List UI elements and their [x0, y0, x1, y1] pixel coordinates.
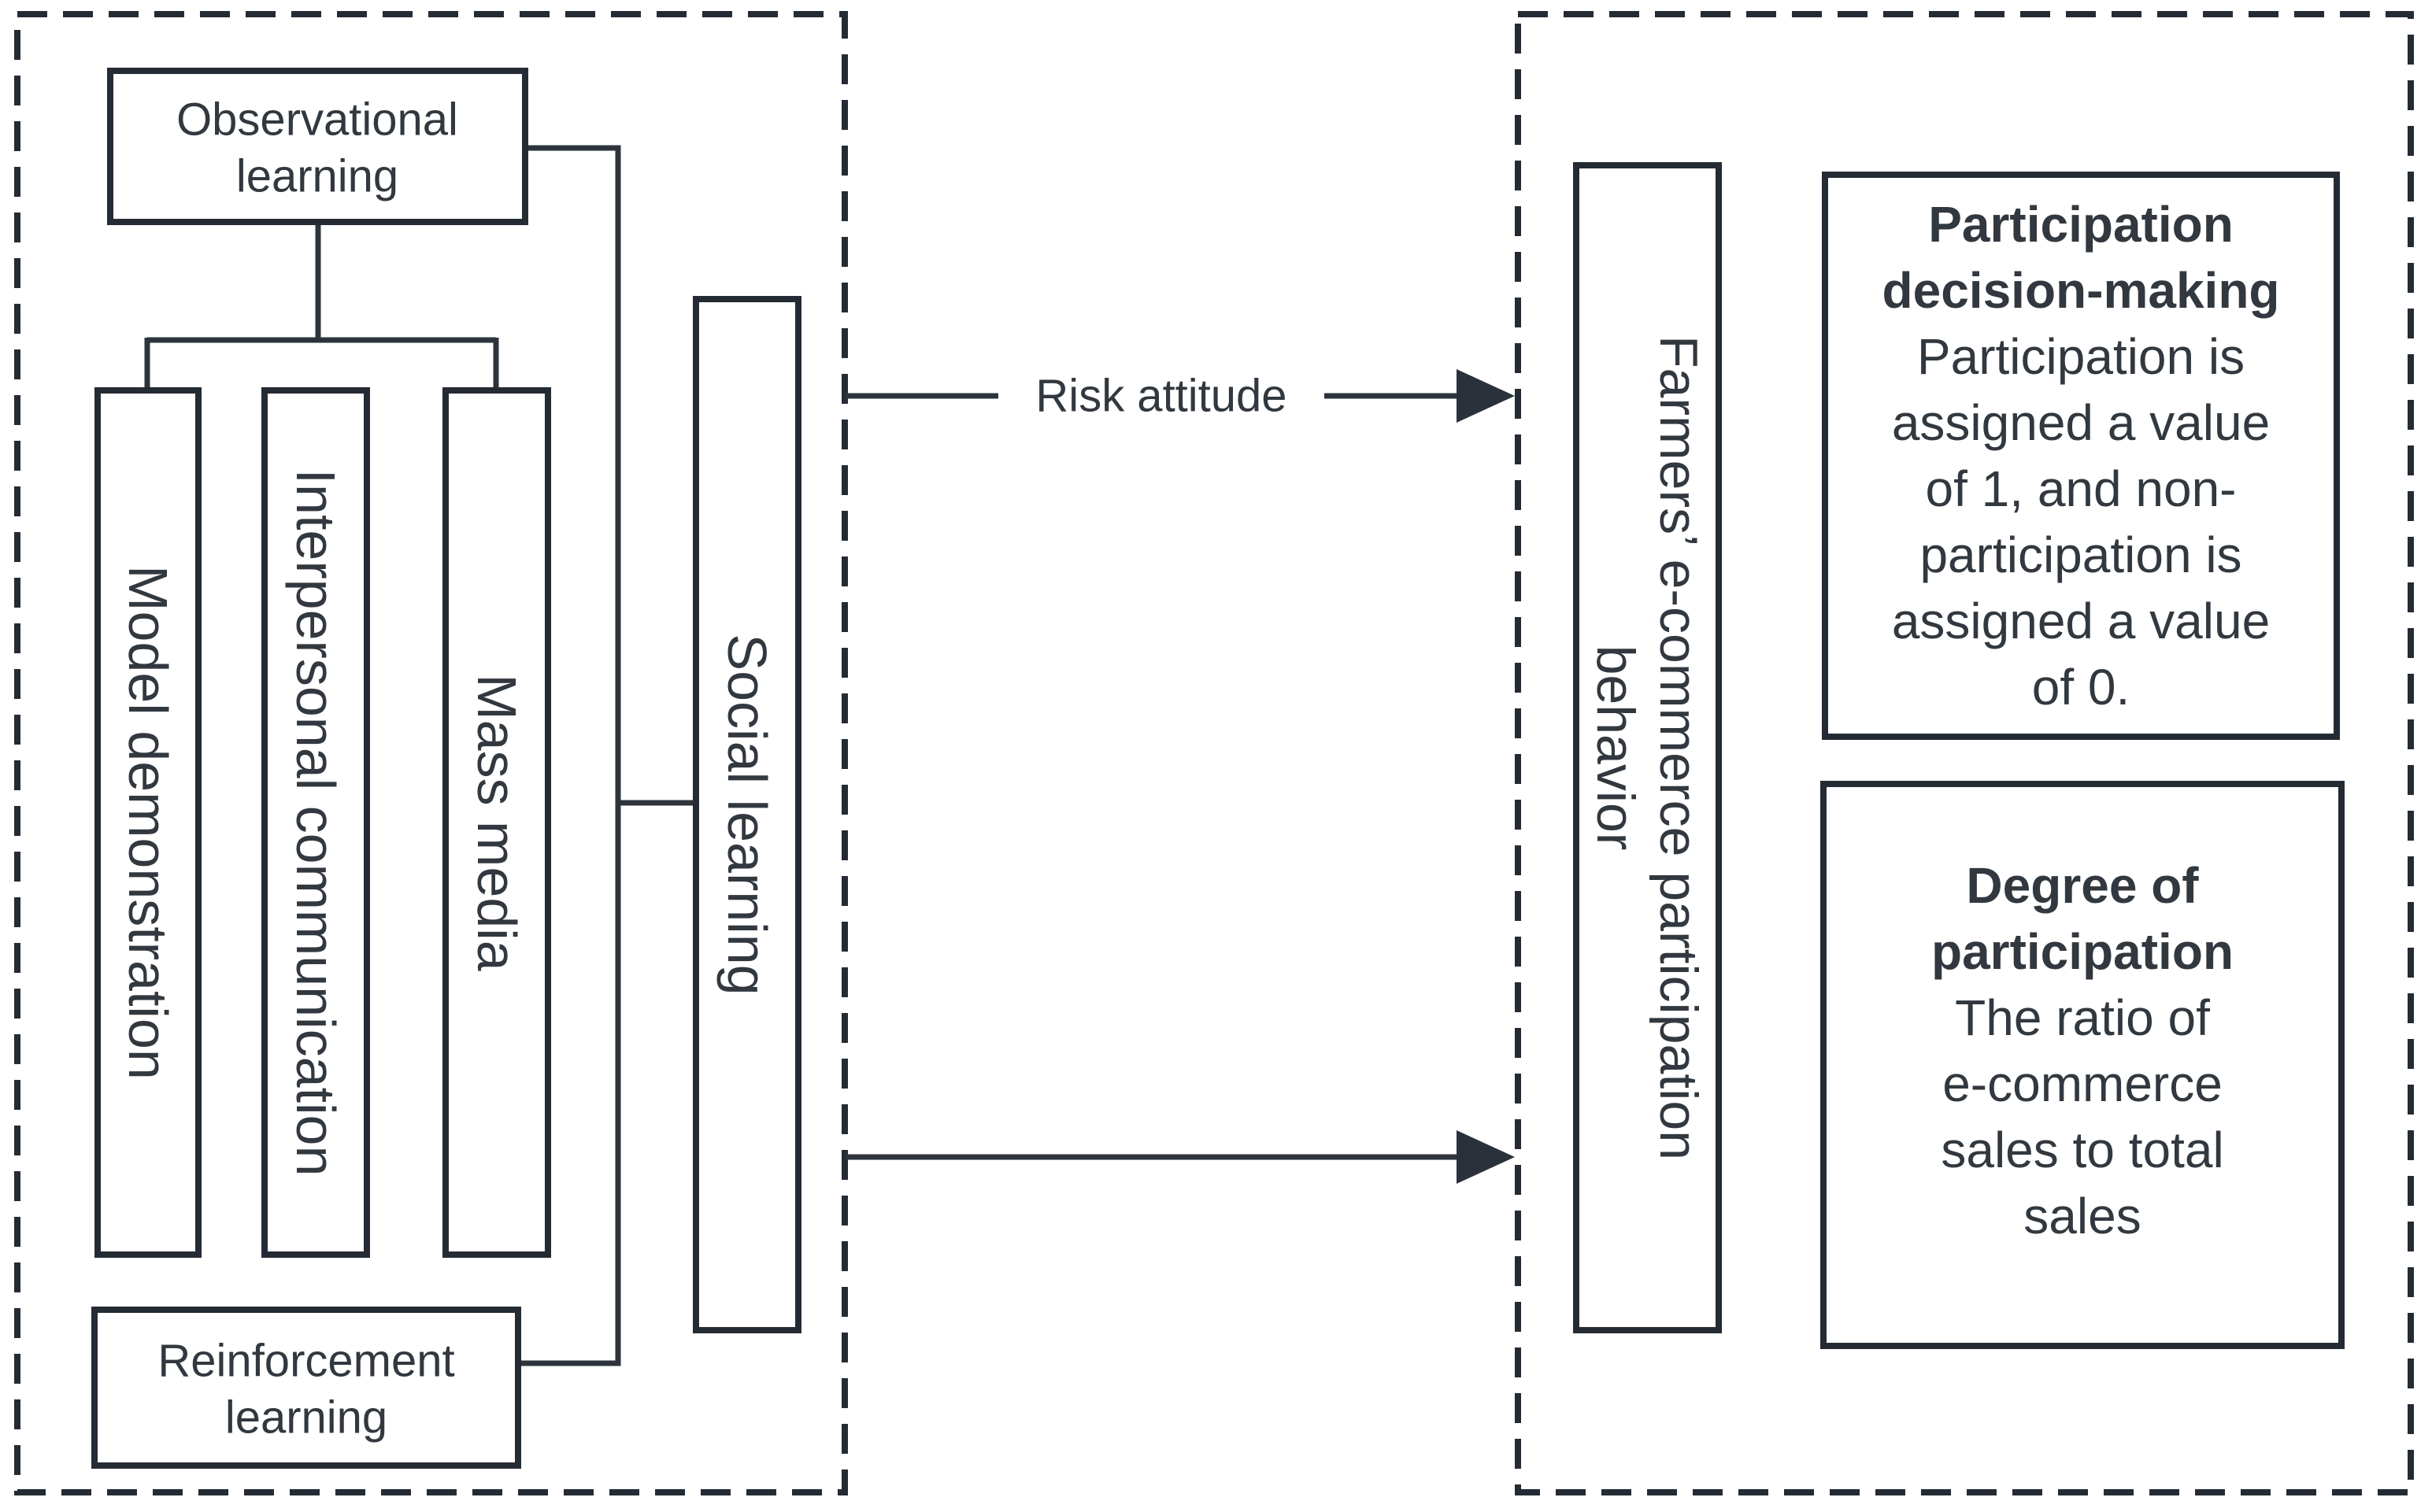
decision-title-line2: decision-making	[1882, 262, 2280, 319]
risk-attitude-label: Risk attitude	[1035, 371, 1286, 422]
degree-body-line2: e-commerce	[1942, 1055, 2223, 1112]
degree-of-participation-box	[1820, 781, 2345, 1349]
decision-body-line2: assigned a value	[1892, 394, 2270, 451]
decision-body-line4: participation is	[1919, 527, 2241, 583]
mass-media-box	[442, 387, 551, 1258]
model-demonstration-label: Model demonstration	[117, 565, 179, 1080]
decision-body-line1: Participation is	[1917, 328, 2245, 385]
decision-body-line6: of 0.	[2032, 659, 2130, 715]
degree-title-line1: Degree of	[1966, 857, 2199, 914]
social-learning-label: Social learning	[716, 634, 778, 995]
decision-body-line3: of 1, and non-	[1926, 460, 2237, 517]
reinforcement-learning-box	[91, 1307, 521, 1469]
farmers-behavior-box	[1573, 162, 1722, 1333]
observational-learning-label-line1: Observational	[176, 94, 458, 146]
interpersonal-communication-box	[261, 387, 370, 1258]
farmers-behavior-label-line1: Farmers’ e-commerce participation	[1649, 335, 1708, 1160]
observational-learning-label-line2: learning	[236, 151, 398, 202]
left-dashed-group-border	[14, 11, 848, 1495]
degree-body-line3: sales to total	[1941, 1122, 2223, 1178]
connector-observational-to-reinforcement-trunk	[518, 145, 621, 1366]
participation-decision-box	[1822, 172, 2340, 740]
farmers-behavior-label-line2: behavior	[1586, 645, 1645, 851]
decision-title-line1: Participation	[1928, 196, 2234, 253]
degree-body-line4: sales	[2023, 1188, 2141, 1244]
degree-title-line2: participation	[1931, 923, 2234, 980]
reinforcement-learning-label-line2: learning	[225, 1392, 387, 1444]
risk-attitude-arrow-head-icon	[1457, 369, 1515, 423]
degree-body-line1: The ratio of	[1955, 989, 2210, 1046]
interpersonal-communication-label: Interpersonal communication	[285, 469, 346, 1177]
observational-learning-box	[107, 68, 528, 225]
degree-arrow-head-icon	[1457, 1130, 1515, 1184]
decision-body-line5: assigned a value	[1892, 593, 2270, 649]
social-learning-box	[693, 296, 801, 1333]
mass-media-label: Mass media	[466, 674, 527, 970]
model-demonstration-box	[94, 387, 202, 1258]
reinforcement-learning-label-line1: Reinforcement	[157, 1336, 454, 1387]
risk-attitude-label-background	[998, 357, 1324, 435]
